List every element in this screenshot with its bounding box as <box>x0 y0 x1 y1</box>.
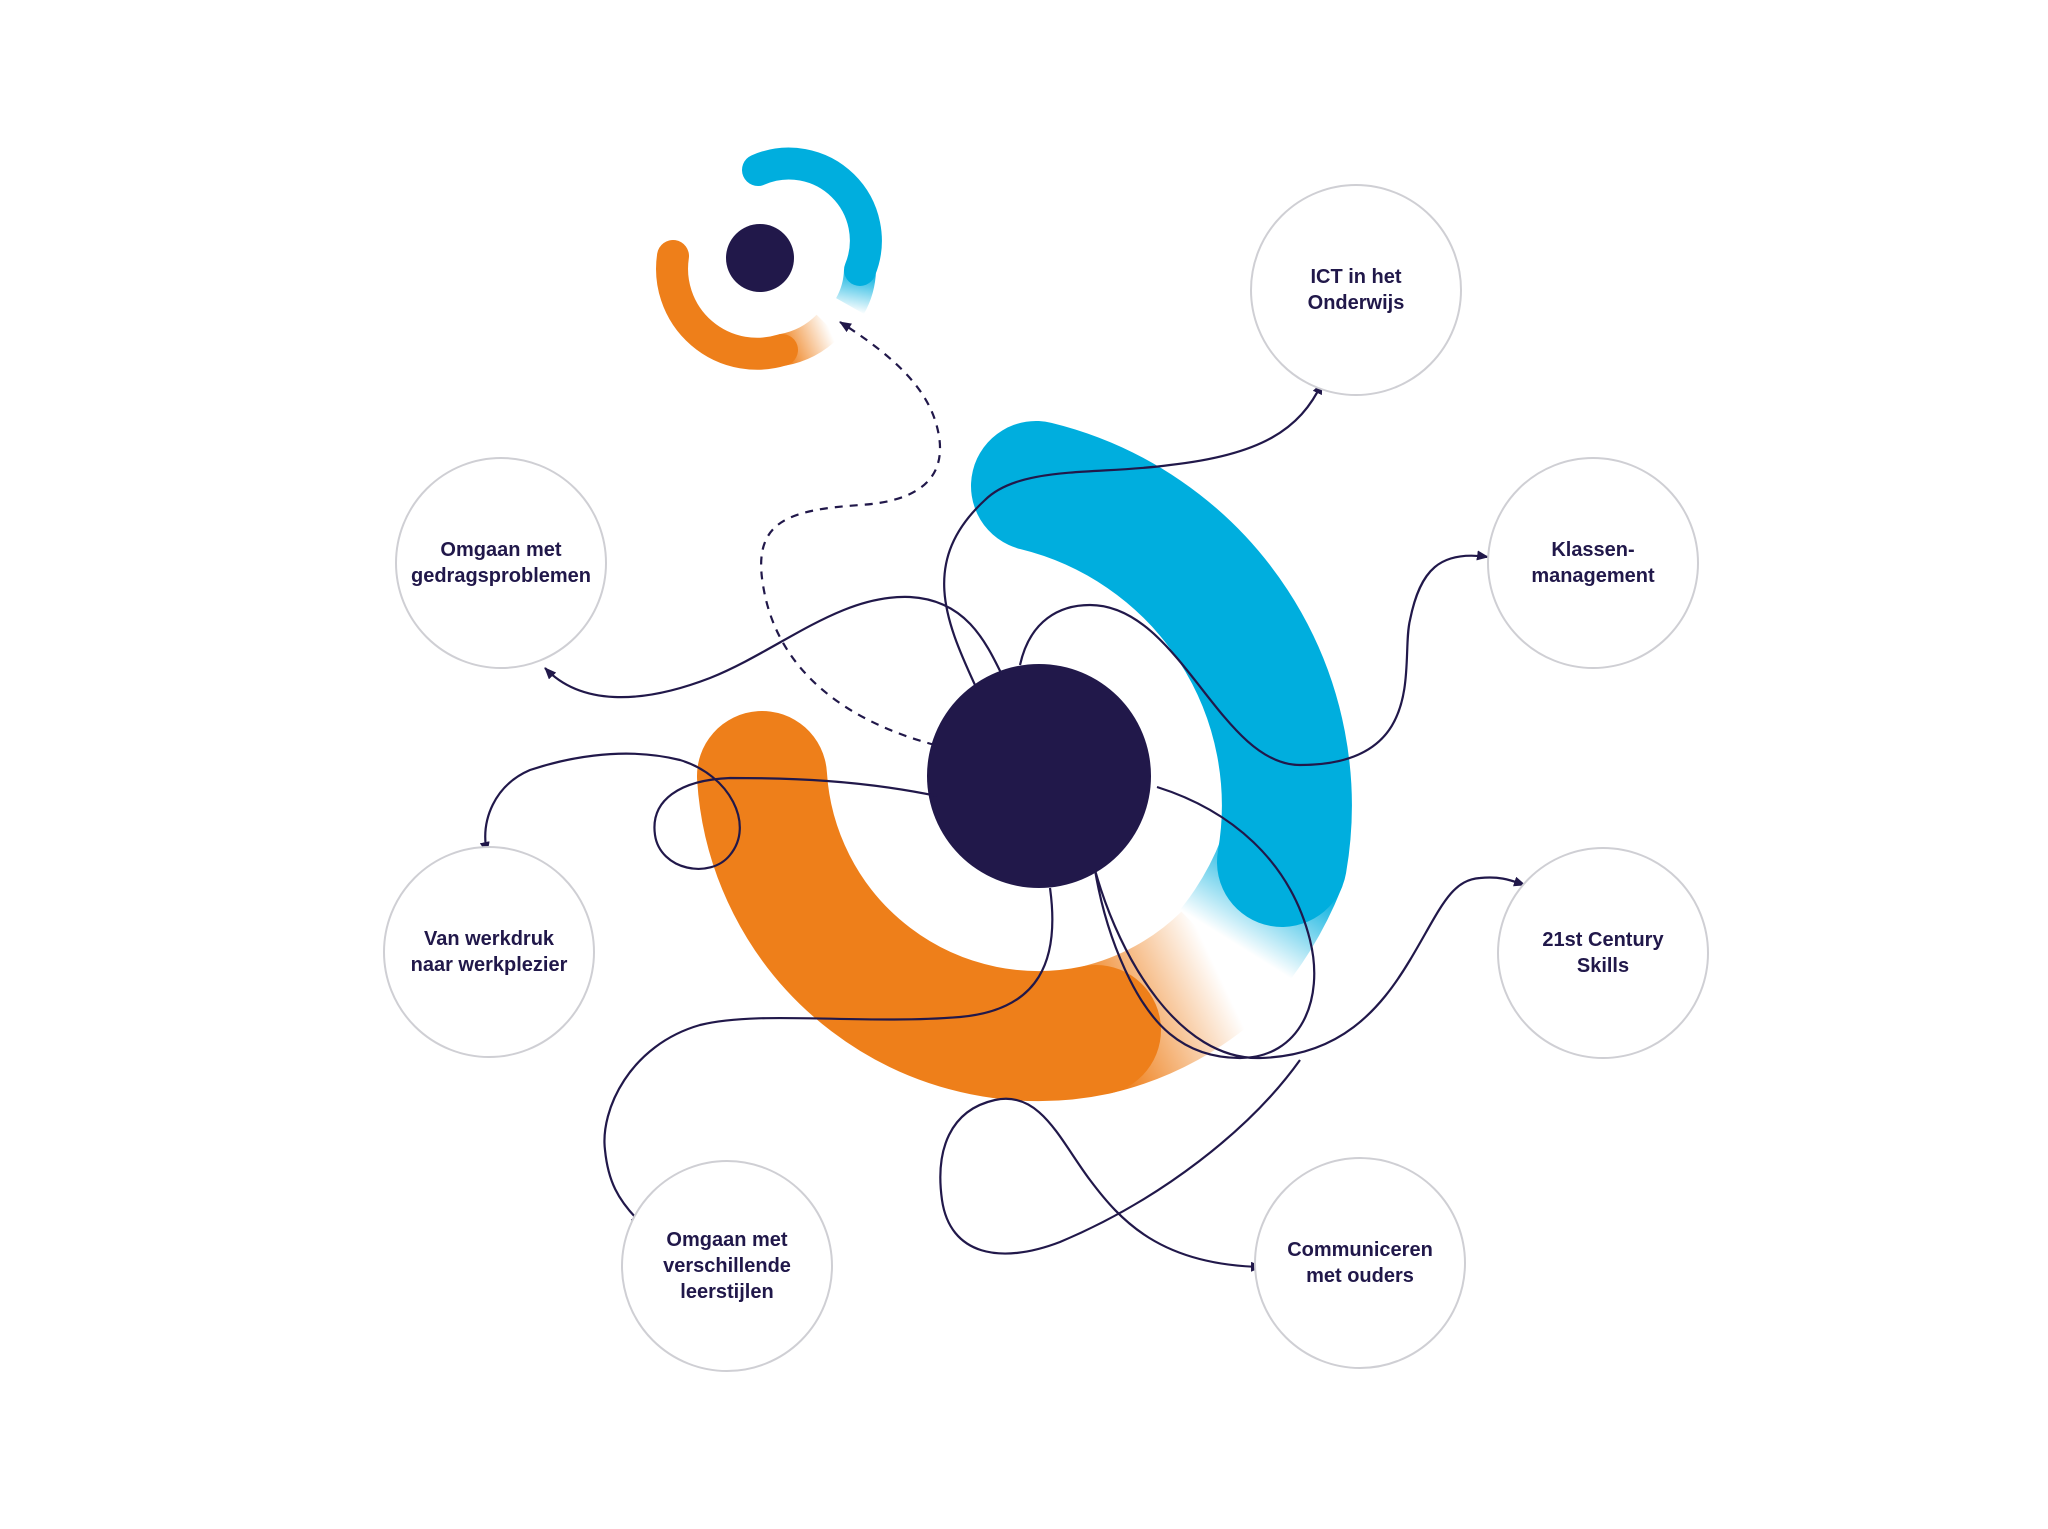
small-blue-arc <box>742 147 882 286</box>
topic-node-werkdruk[interactable]: Van werkdruk naar werkplezier <box>383 846 595 1058</box>
topic-label-ict: ICT in het Onderwijs <box>1307 266 1405 314</box>
connector-to-small-logo <box>760 321 942 747</box>
topic-label-gedragsproblemen: Omgaan met gedragsproblemen <box>410 539 592 587</box>
connectors <box>479 321 1526 1272</box>
center-dot <box>927 664 1151 888</box>
connector-to-gedrag <box>544 595 1003 699</box>
topic-node-21st-century-skills[interactable]: 21st Century Skills <box>1497 847 1709 1059</box>
connector-to-klassen <box>1018 550 1489 767</box>
small-center-dot <box>726 224 794 292</box>
small-logo <box>656 147 882 370</box>
connector-to-werkdruk <box>479 752 938 870</box>
topic-label-leerstijlen: Omgaan met verschillende leerstijlen <box>663 1229 791 1303</box>
orange-arc-fade <box>1079 910 1273 1094</box>
topic-label-klassenmanagement: Klassen- management <box>1531 539 1655 587</box>
blue-arc-fade <box>1170 837 1343 1007</box>
topic-node-ict[interactable]: ICT in het Onderwijs <box>1250 184 1462 396</box>
connector-to-skills <box>1093 785 1526 1060</box>
topic-node-klassenmanagement[interactable]: Klassen- management <box>1487 457 1699 669</box>
small-blue-arc-fade <box>835 268 876 314</box>
topic-node-communiceren-met-ouders[interactable]: Communiceren met ouders <box>1254 1157 1466 1369</box>
blue-arc <box>971 421 1352 927</box>
connector-to-ouders <box>939 1059 1301 1272</box>
topic-label-werkdruk: Van werkdruk naar werkplezier <box>410 928 568 976</box>
topic-label-21st-century-skills: 21st Century Skills <box>1542 929 1664 977</box>
small-orange-arc-fade <box>778 314 840 366</box>
connector-to-ict <box>943 382 1323 686</box>
topic-node-leerstijlen[interactable]: Omgaan met verschillende leerstijlen <box>621 1160 833 1372</box>
orange-arc <box>697 711 1161 1102</box>
small-orange-arc <box>656 240 798 370</box>
large-logo <box>697 421 1352 1102</box>
connector-to-leerstijlen <box>603 887 1054 1225</box>
topic-label-communiceren-met-ouders: Communiceren met ouders <box>1287 1239 1433 1287</box>
topic-node-gedragsproblemen[interactable]: Omgaan met gedragsproblemen <box>395 457 607 669</box>
